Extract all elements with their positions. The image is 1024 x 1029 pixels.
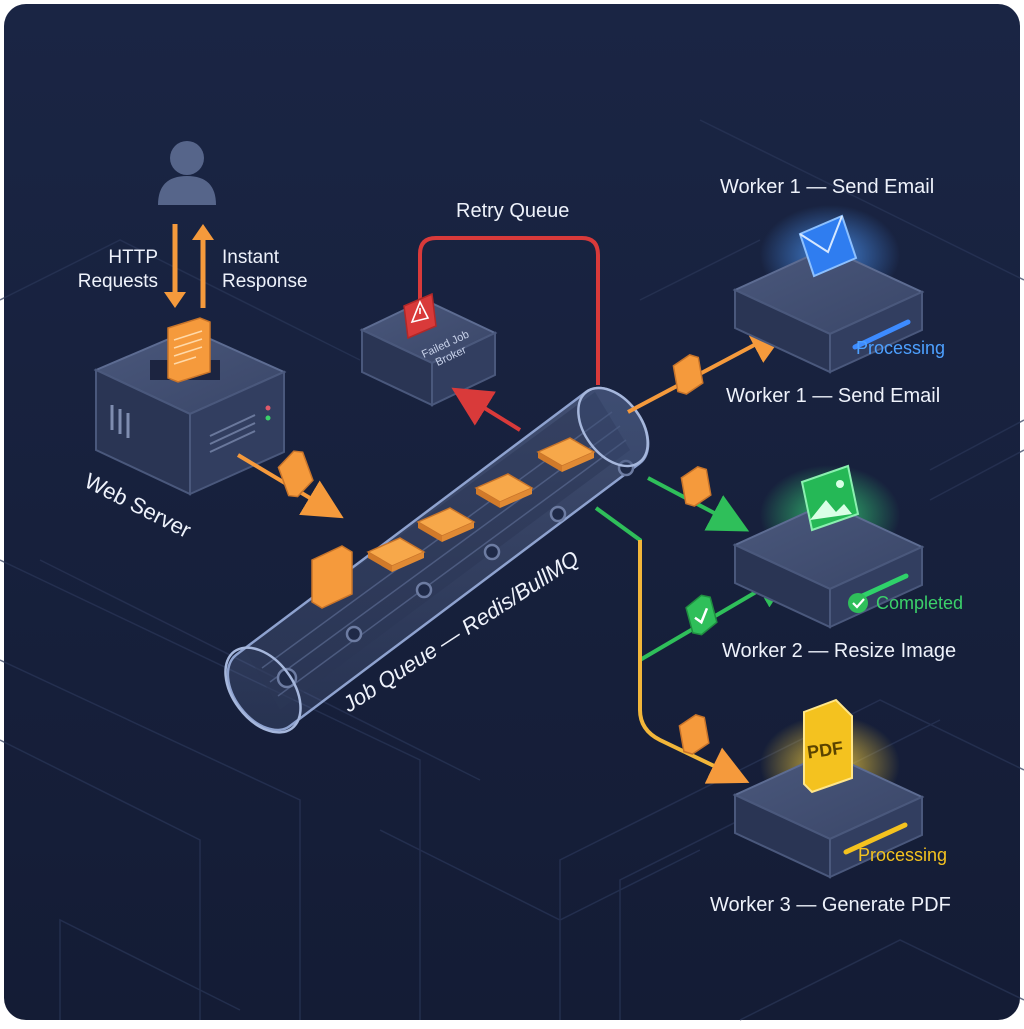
dispatch-arrow-worker-1 xyxy=(627,326,790,414)
dispatch-arrow-worker-2 xyxy=(647,466,750,532)
failed-job-arrow xyxy=(451,387,522,432)
queued-job-icon xyxy=(416,507,476,542)
instant-response-line-1: Instant xyxy=(222,247,280,268)
retry-loop-line xyxy=(418,236,600,385)
incoming-job-document-icon xyxy=(167,317,211,383)
progress-bar xyxy=(855,573,909,601)
response-arrow xyxy=(192,224,214,308)
conveyor-roller-icon xyxy=(276,459,635,689)
worker-1-status: Processing xyxy=(856,338,946,358)
http-requests-label: HTTP Requests xyxy=(70,246,158,294)
request-arrow xyxy=(164,224,186,308)
worker-1-subtitle: Worker 1 — Send Email xyxy=(726,385,941,407)
pdf-icon-text: PDF xyxy=(806,738,844,763)
worker-2-title: Worker 2 — Resize Image xyxy=(722,640,957,662)
image-icon xyxy=(800,464,860,532)
queued-job-icon xyxy=(366,537,426,572)
completed-check-icon xyxy=(848,593,868,613)
job-document-icon xyxy=(277,450,314,498)
worker-1-title: Worker 1 — Send Email xyxy=(720,176,935,198)
job-queue-tube xyxy=(224,386,650,734)
status-led xyxy=(265,405,271,411)
job-document-icon xyxy=(672,354,704,395)
retry-queue-label: Retry Queue xyxy=(456,200,570,222)
instant-response-line-2: Response xyxy=(222,271,308,292)
dispatch-arrow-worker-3 xyxy=(638,540,750,784)
instant-response-label: Instant Response xyxy=(222,246,308,294)
queued-job-icon xyxy=(474,473,534,508)
progress-bar xyxy=(852,319,911,350)
server-vent-icon xyxy=(110,405,130,438)
worker-3-status: Processing xyxy=(858,845,948,865)
warning-icon xyxy=(403,292,437,340)
http-requests-line-2: Requests xyxy=(77,271,158,292)
http-requests-line-1: HTTP xyxy=(108,247,158,268)
user-icon xyxy=(158,141,216,205)
pdf-icon: PDF xyxy=(803,698,853,794)
status-led xyxy=(265,415,271,421)
worker-3-title: Worker 3 — Generate PDF xyxy=(710,894,951,916)
enqueue-arrow xyxy=(236,450,344,519)
queued-job-icon xyxy=(536,437,596,472)
progress-bar xyxy=(843,822,908,855)
worker-2-status: Completed xyxy=(876,593,964,613)
envelope-icon xyxy=(798,214,858,278)
queued-job-icon xyxy=(311,545,353,609)
check-icon xyxy=(685,594,718,636)
job-document-icon xyxy=(680,466,712,507)
pdf-job-icon xyxy=(678,714,710,755)
failed-job-broker-box xyxy=(359,298,498,407)
